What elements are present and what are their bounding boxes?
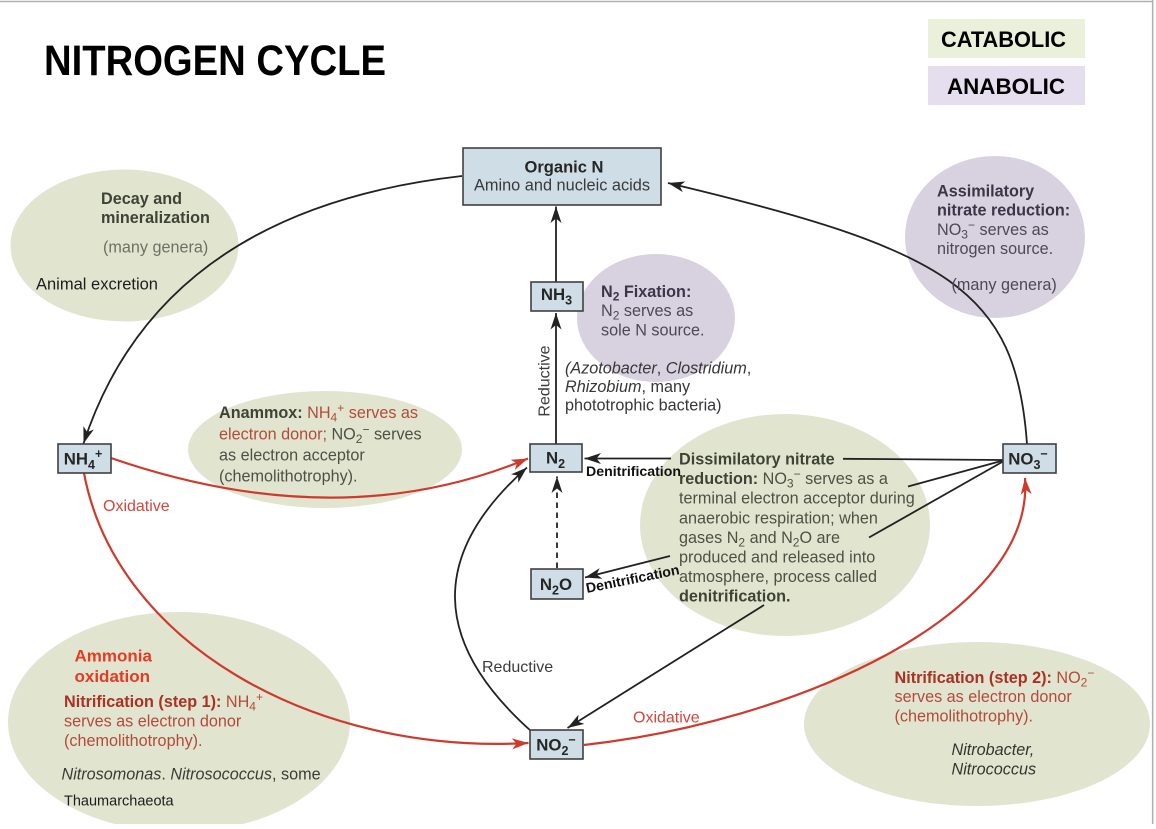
svg-text:Nitrobacter,: Nitrobacter, — [952, 741, 1035, 759]
svg-text:Organic N: Organic N — [525, 158, 604, 177]
svg-text:produced and released into: produced and released into — [679, 549, 875, 567]
svg-text:denitrification.: denitrification. — [679, 588, 791, 606]
svg-text:Decay and: Decay and — [101, 190, 182, 208]
svg-text:NH3: NH3 — [541, 285, 572, 308]
svg-text:Nitrification (step 2): NO2−: Nitrification (step 2): NO2− — [895, 666, 1095, 690]
svg-text:NO2−: NO2− — [536, 733, 575, 758]
svg-text:oxidation: oxidation — [75, 667, 151, 686]
svg-text:N2 serves as: N2 serves as — [601, 302, 693, 323]
svg-text:Oxidative: Oxidative — [103, 498, 170, 515]
svg-text:(many genera): (many genera) — [952, 276, 1057, 294]
svg-text:Rhizobium, many: Rhizobium, many — [565, 378, 691, 396]
svg-text:nitrogen source.: nitrogen source. — [937, 240, 1053, 258]
svg-text:mineralization: mineralization — [101, 209, 210, 227]
svg-text:gases N2 and N2O are: gases N2 and N2O are — [679, 529, 840, 550]
svg-text:Dissimilatory nitrate: Dissimilatory nitrate — [679, 451, 835, 469]
svg-text:sole N source.: sole N source. — [601, 322, 704, 340]
svg-text:(chemolithotrophy).: (chemolithotrophy). — [219, 468, 358, 486]
svg-text:atmosphere, process called: atmosphere, process called — [679, 568, 877, 586]
svg-text:anaerobic respiration; when: anaerobic respiration; when — [679, 509, 878, 527]
svg-text:NO3− serves as: NO3− serves as — [937, 218, 1049, 242]
svg-text:(many genera): (many genera) — [103, 239, 208, 257]
svg-text:phototrophic bacteria): phototrophic bacteria) — [565, 397, 722, 415]
svg-text:Ammonia: Ammonia — [75, 647, 153, 666]
svg-text:N2 Fixation:: N2 Fixation: — [601, 283, 691, 304]
svg-text:N2O: N2O — [540, 575, 572, 598]
svg-text:serves as electron donor: serves as electron donor — [895, 688, 1073, 706]
svg-text:serves as electron donor: serves as electron donor — [64, 713, 242, 731]
svg-text:Assimilatory: Assimilatory — [937, 183, 1034, 201]
svg-text:terminal electron acceptor dur: terminal electron acceptor during — [679, 490, 915, 508]
svg-text:Reductive: Reductive — [537, 345, 554, 416]
svg-text:Nitrosomonas. Nitrosococcus, s: Nitrosomonas. Nitrosococcus, some — [62, 766, 321, 784]
svg-text:as electron acceptor: as electron acceptor — [219, 447, 365, 465]
svg-text:(chemolithotrophy).: (chemolithotrophy). — [64, 732, 203, 750]
svg-text:Nitrification (step 1): NH4+: Nitrification (step 1): NH4+ — [64, 690, 263, 714]
svg-text:CATABOLIC: CATABOLIC — [941, 27, 1066, 52]
svg-text:Nitrococcus: Nitrococcus — [952, 761, 1037, 779]
svg-text:ANABOLIC: ANABOLIC — [947, 74, 1065, 99]
svg-text:Animal excretion: Animal excretion — [36, 276, 158, 294]
svg-text:Oxidative: Oxidative — [633, 710, 700, 727]
svg-text:(Azotobacter, Clostridium,: (Azotobacter, Clostridium, — [565, 360, 751, 378]
svg-text:Amino and nucleic acids: Amino and nucleic acids — [474, 177, 650, 195]
svg-text:nitrate reduction:: nitrate reduction: — [937, 202, 1070, 220]
svg-text:NITROGEN CYCLE: NITROGEN CYCLE — [44, 37, 386, 85]
svg-text:electron donor; NO2− serves: electron donor; NO2− serves — [219, 423, 422, 447]
svg-text:Anammox: NH4+ serves as: Anammox: NH4+ serves as — [219, 401, 418, 425]
svg-text:(chemolithotrophy).: (chemolithotrophy). — [895, 708, 1034, 726]
svg-text:Denitrification: Denitrification — [586, 463, 681, 479]
svg-text:Reductive: Reductive — [482, 659, 553, 676]
svg-text:reduction: NO3− serves as a: reduction: NO3− serves as a — [679, 467, 888, 491]
svg-text:Thaumarchaeota: Thaumarchaeota — [64, 794, 175, 810]
